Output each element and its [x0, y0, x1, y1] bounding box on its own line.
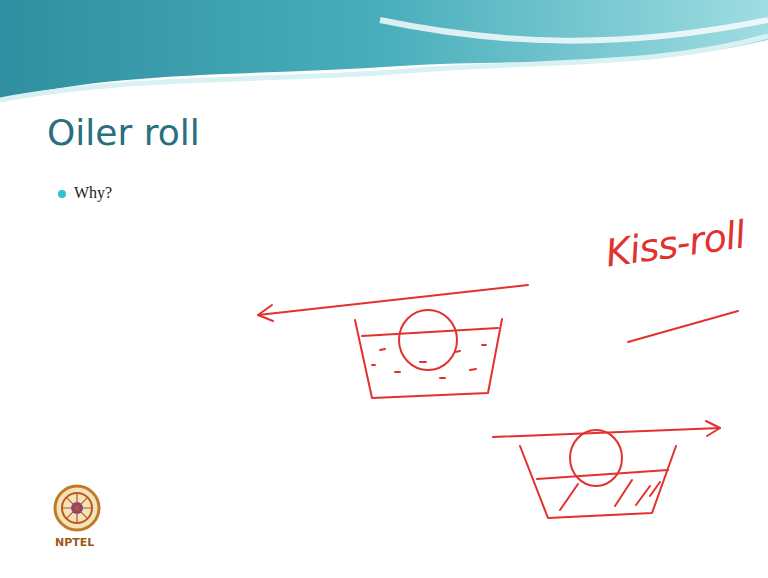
oil-hatching: [560, 480, 660, 510]
header-wave: [380, 20, 768, 41]
web-arrow: [258, 285, 528, 315]
oil-trough: [520, 446, 676, 518]
logo-caption: NPTEL: [55, 536, 94, 549]
oil-level: [537, 470, 668, 479]
oil-dashes: [372, 345, 486, 378]
oiler-roll: [399, 310, 457, 370]
arrow-head: [258, 305, 273, 321]
oil-level: [362, 328, 498, 336]
bullet-text: Why?: [74, 184, 112, 202]
oil-trough: [355, 319, 502, 398]
nptel-logo: [55, 486, 99, 530]
header-band: [0, 0, 768, 100]
header-wave: [0, 36, 768, 100]
bullet-dot: [58, 190, 66, 198]
kiss-roll: [570, 430, 622, 486]
label-underline: [628, 311, 738, 342]
arrow-head: [706, 421, 720, 436]
slide-title: Oiler roll: [47, 112, 200, 153]
